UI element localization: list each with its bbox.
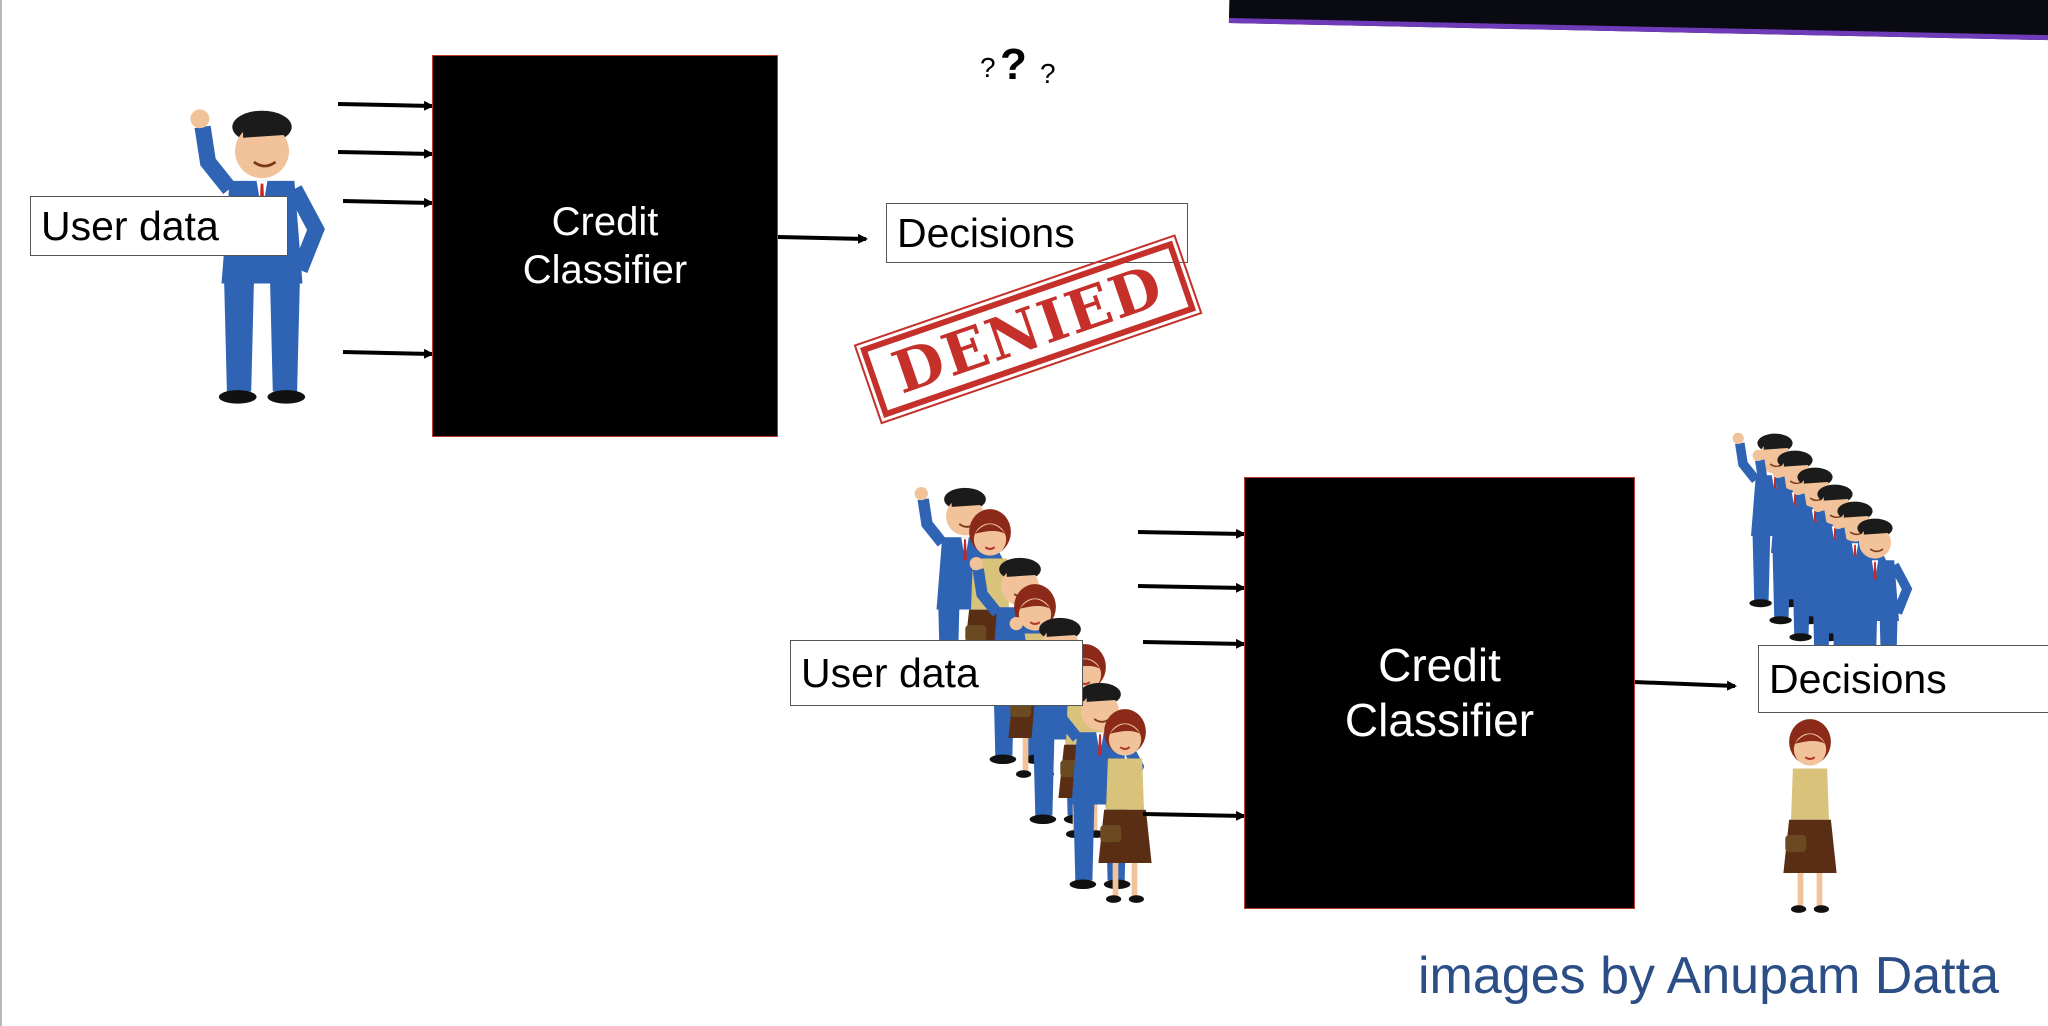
decisions-label-top: Decisions (886, 203, 1188, 263)
top-input-arrow-4 (342, 348, 434, 359)
bottom-input-arrow-1 (1137, 528, 1246, 539)
question-mark-small-2: ? (1040, 58, 1056, 89)
top-input-arrow-3 (342, 197, 434, 208)
classifier-title-line1: Credit (551, 200, 659, 244)
left-edge-line (0, 0, 2, 1026)
top-input-arrow-2 (337, 148, 434, 159)
question-mark-small-1: ? (980, 52, 996, 83)
decisions-label-bottom: Decisions (1758, 645, 2048, 713)
top-input-arrow-1 (337, 100, 434, 111)
man-illustration-top (190, 109, 316, 403)
top-output-arrow (777, 233, 868, 244)
classifier-title-line1: Credit (1378, 638, 1501, 691)
bottom-input-arrow-3 (1142, 638, 1246, 649)
bottom-input-arrow-4 (1142, 810, 1246, 821)
question-mark-large: ? (1000, 40, 1027, 89)
approved-woman-illustration (1783, 719, 1836, 913)
image-credit: images by Anupam Datta (1418, 947, 1999, 1005)
bottom-output-arrow (1633, 680, 1737, 691)
credit-classifier-bottom: Credit Classifier (1244, 477, 1635, 909)
credit-classifier-top: Credit Classifier (432, 55, 778, 437)
classifier-title-line2: Classifier (1344, 694, 1535, 746)
user-data-label-bottom: User data (790, 640, 1083, 706)
classifier-title-line2: Classifier (522, 248, 688, 292)
bottom-input-arrow-2 (1137, 582, 1246, 593)
user-data-label-top: User data (30, 196, 288, 256)
